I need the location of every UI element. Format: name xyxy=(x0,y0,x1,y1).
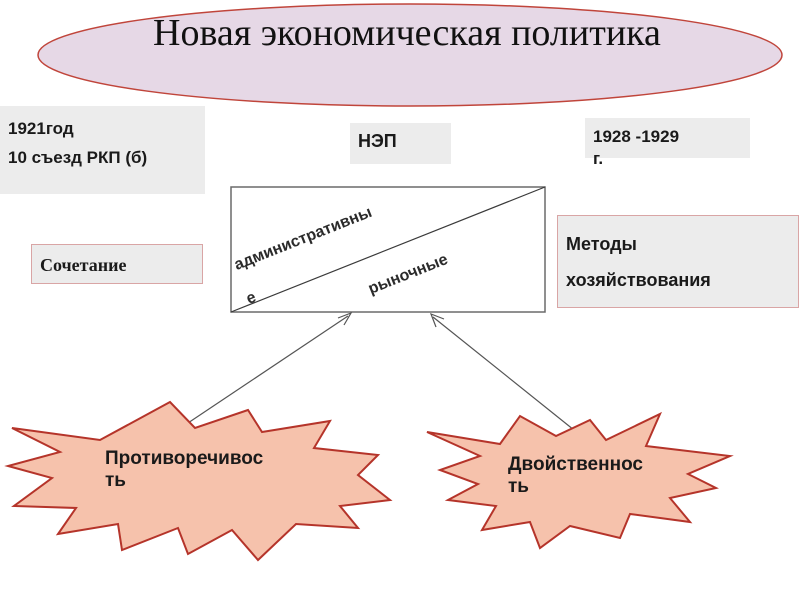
year-box: 1921год 10 съезд РКП (б) xyxy=(0,106,205,194)
congress-label: 10 съезд РКП (б) xyxy=(8,148,148,167)
arrow-left xyxy=(181,315,349,428)
duality-label: Двойственнос ть xyxy=(508,454,738,498)
duality-line2: ть xyxy=(508,476,529,497)
arrow-right xyxy=(432,316,575,431)
year-label: 1921год xyxy=(8,119,74,138)
rectangle-diagonal xyxy=(230,186,546,313)
arrow-left-head xyxy=(337,311,353,326)
dates-line2: г. xyxy=(593,149,604,168)
contradiction-line1: Противоречивос xyxy=(105,448,264,469)
methods-line2: хозяйствования xyxy=(566,270,711,290)
dates-box: 1928 -1929 г. xyxy=(585,118,750,168)
arrow-right-head xyxy=(429,312,445,328)
contradiction-line2: ть xyxy=(105,470,126,491)
burst-left-shape xyxy=(4,400,393,562)
methods-box: Методы хозяйствования xyxy=(557,215,799,308)
nep-box: НЭП xyxy=(350,123,451,164)
combination-box: Сочетание xyxy=(31,244,203,284)
dates-line1: 1928 -1929 xyxy=(593,127,680,146)
burst-right-shape xyxy=(426,411,734,550)
duality-line1: Двойственнос xyxy=(508,454,643,475)
title-ellipse xyxy=(37,3,783,107)
methods-line1: Методы xyxy=(566,234,637,254)
diagram-title: Новая экономическая политика xyxy=(153,12,661,54)
contradiction-label: Противоречивос ть xyxy=(105,448,365,492)
